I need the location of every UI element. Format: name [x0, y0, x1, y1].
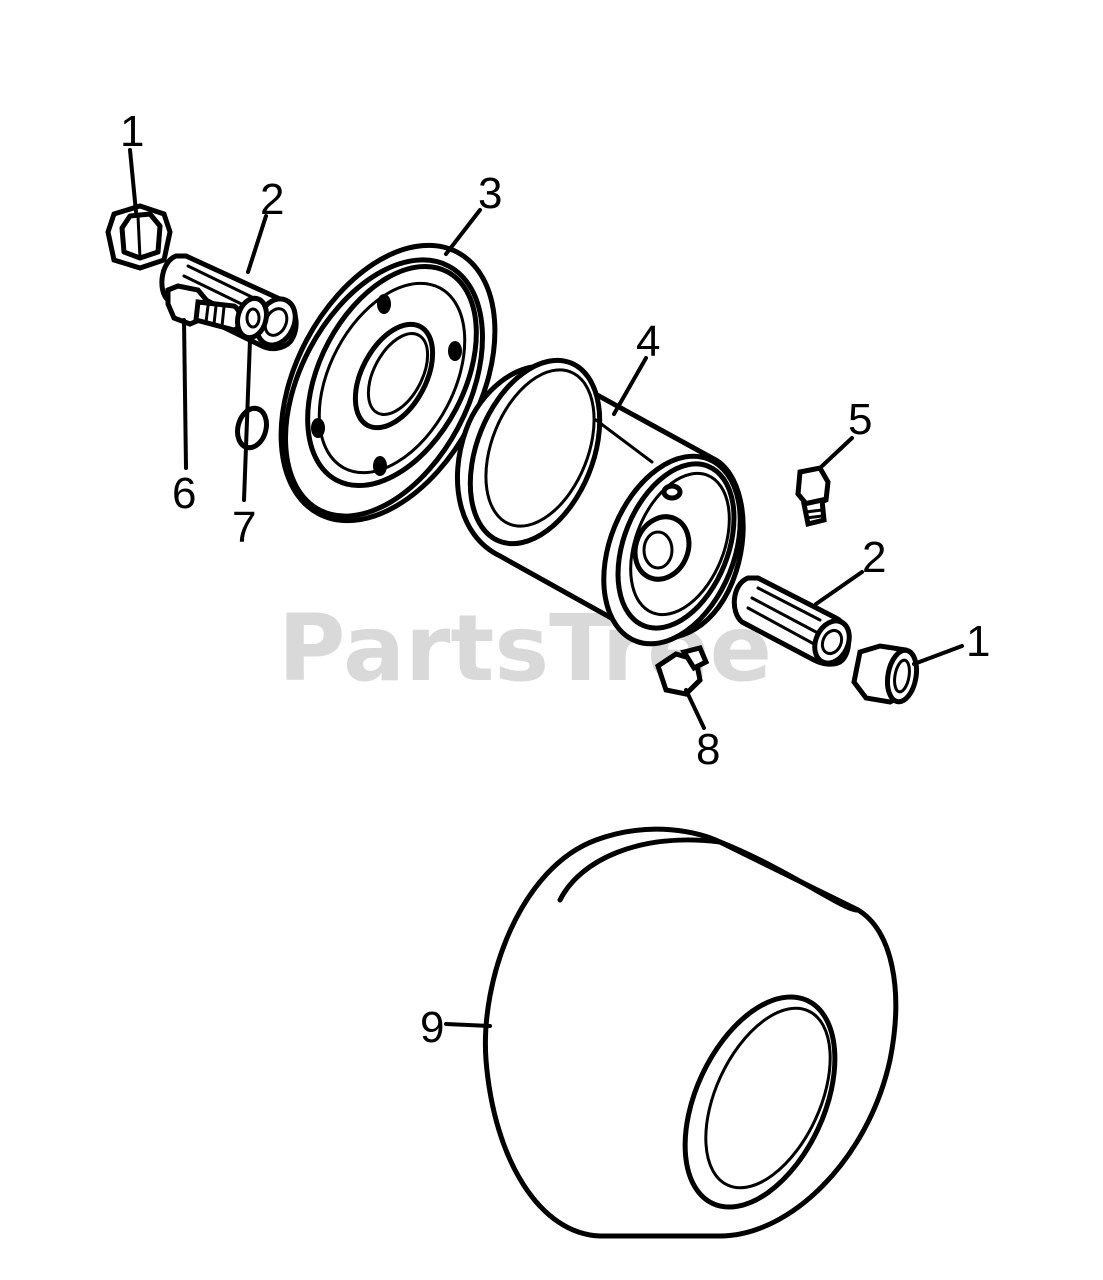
- callout-6: 6: [172, 469, 196, 518]
- callout-1-upper: 1: [120, 107, 144, 156]
- callout-4: 4: [636, 317, 660, 366]
- part-9-tire: [482, 826, 899, 1239]
- callout-2-upper: 2: [260, 175, 284, 224]
- part-3-hub-plate: [278, 242, 498, 524]
- part-5-valve-stem: [795, 465, 831, 528]
- part-7-washer: [235, 295, 269, 451]
- part-1-flange-bushing-left: [105, 203, 173, 271]
- part-4-wheel-rim: [454, 357, 746, 647]
- callout-8: 8: [696, 725, 720, 774]
- leader-lines: [128, 148, 964, 1028]
- callout-1-lower: 1: [966, 617, 990, 666]
- callout-5: 5: [848, 395, 872, 444]
- part-1-flange-bushing-right: [851, 643, 920, 705]
- callout-3: 3: [478, 169, 502, 218]
- part-2-roller-bearing-right: [731, 575, 852, 667]
- callout-2-lower: 2: [862, 533, 886, 582]
- part-8-grease-fitting: [655, 645, 710, 697]
- callout-9: 9: [420, 1003, 444, 1052]
- callout-7: 7: [232, 503, 256, 552]
- callout-labels: 1 2 3 4 5 6 7 2 1 8 9: [120, 107, 990, 1052]
